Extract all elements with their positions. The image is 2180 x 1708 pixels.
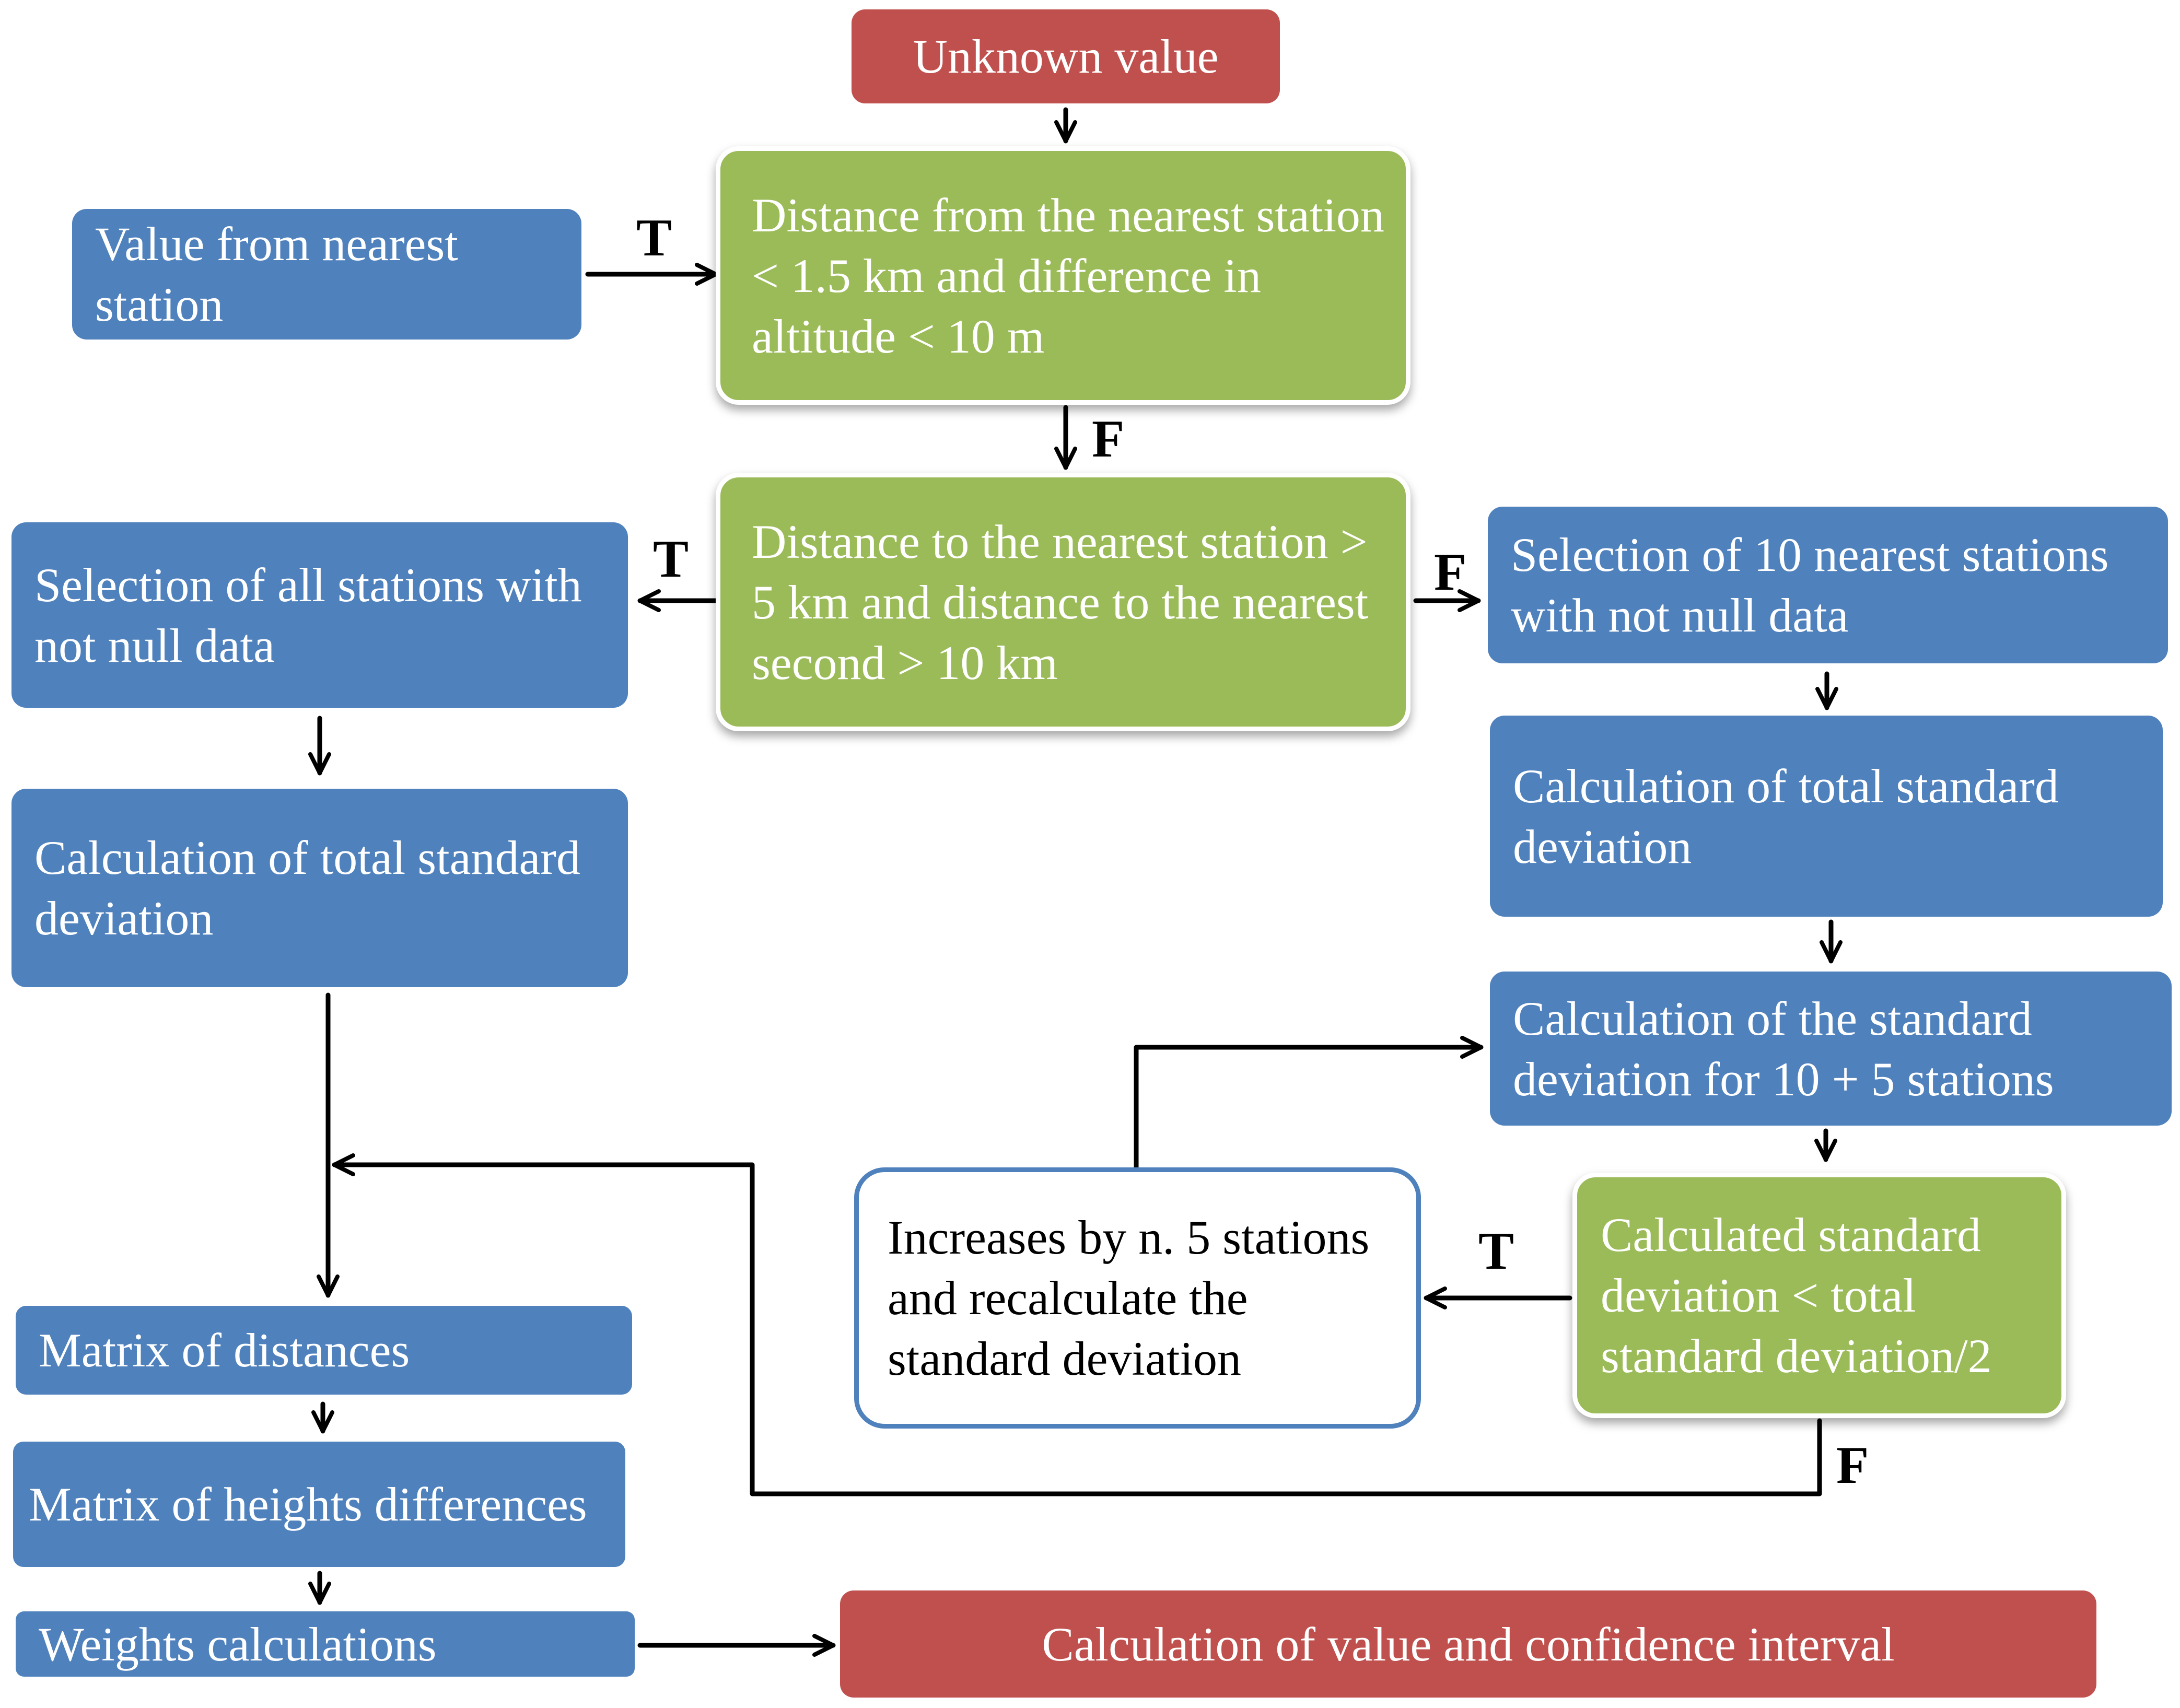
node-final-calculation: Calculation of value and confidence inte… [840,1590,2096,1698]
edge-label-true-3: T [1478,1222,1514,1281]
node-matrix-of-distances: Matrix of distances [16,1306,632,1395]
node-selection-all-stations: Selection of all stations with not null … [11,522,628,708]
node-selection-10-nearest: Selection of 10 nearest stations with no… [1488,507,2168,663]
edge-label-false-3: F [1836,1436,1869,1495]
decision-distance-altitude: Distance from the nearest station < 1.5 … [716,146,1410,405]
arrow-increase-loop-back [1134,1036,1484,1173]
edge-label-true-1: T [636,208,672,267]
decision-std-vs-total: Calculated standard deviation < total st… [1572,1173,2066,1418]
node-weights-calculations: Weights calculations [16,1611,635,1677]
edge-label-true-2: T [653,530,689,589]
node-calculation-std-10-plus-5: Calculation of the standard deviation fo… [1490,972,2172,1126]
node-calculation-total-std-right: Calculation of total standard deviation [1490,716,2163,917]
node-calculation-total-std-left: Calculation of total standard deviation [11,789,628,987]
edge-label-false-1: F [1092,410,1125,469]
node-value-from-nearest-station: Value from nearest station [72,209,581,340]
node-increase-by-5-stations: Increases by n. 5 stations and recalcula… [854,1167,1421,1429]
node-matrix-of-heights-differences: Matrix of heights differences [13,1442,625,1567]
decision-distance-second-station: Distance to the nearest station > 5 km a… [716,473,1410,731]
edge-label-false-2: F [1434,543,1467,602]
node-unknown-value: Unknown value [852,9,1280,103]
arrow-check-false-return [332,1153,1822,1496]
